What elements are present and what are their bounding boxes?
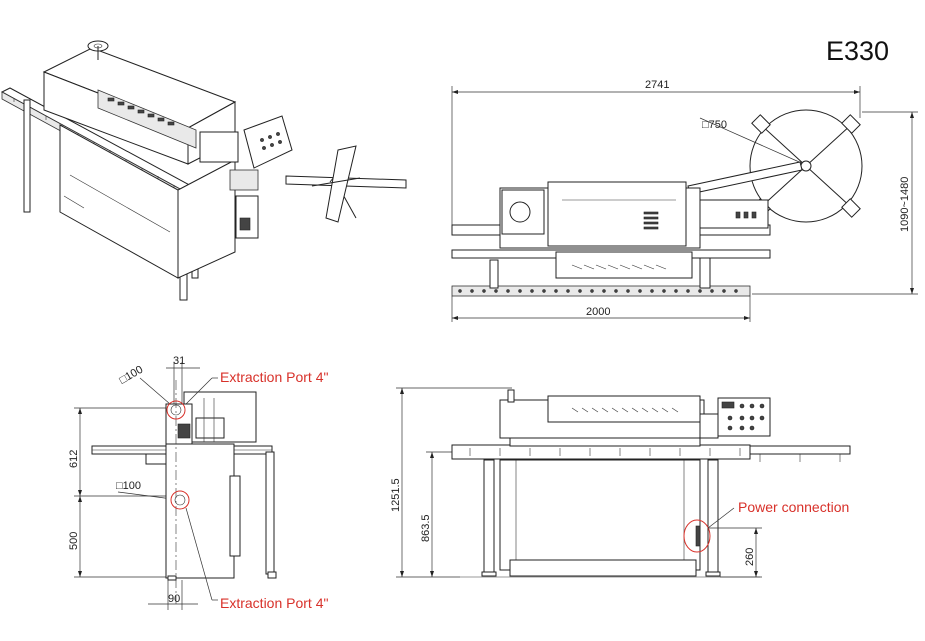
total-height-label: 1251.5 (390, 478, 402, 512)
port-lower-size-label: □100 (116, 480, 141, 492)
reel-diameter-label: □750 (702, 119, 727, 131)
upper-height-label: 612 (68, 450, 80, 468)
power-connection-label: Power connection (738, 499, 849, 515)
top-view: 2741 1090~1480 □750 (451, 79, 918, 322)
extraction-port-upper-label: Extraction Port 4" (220, 369, 328, 385)
offset-top-label: 31 (173, 355, 185, 367)
overall-length-label: 2741 (645, 79, 669, 91)
front-view: 1251.5 863.5 (390, 387, 851, 578)
model-title: E330 (826, 36, 889, 66)
isometric-view (0, 40, 407, 301)
base-length-label: 2000 (586, 306, 610, 318)
height-range-label: 1090~1480 (899, 177, 911, 232)
power-height-label: 260 (744, 548, 756, 566)
offset-bottom-label: 90 (168, 593, 180, 605)
extraction-port-lower-label: Extraction Port 4" (220, 595, 328, 611)
lower-height-label: 500 (68, 532, 80, 550)
port-upper-size-label: □100 (118, 364, 146, 387)
side-view: 31 □100 □100 612 500 (68, 355, 328, 611)
table-height-label: 863.5 (420, 514, 432, 542)
